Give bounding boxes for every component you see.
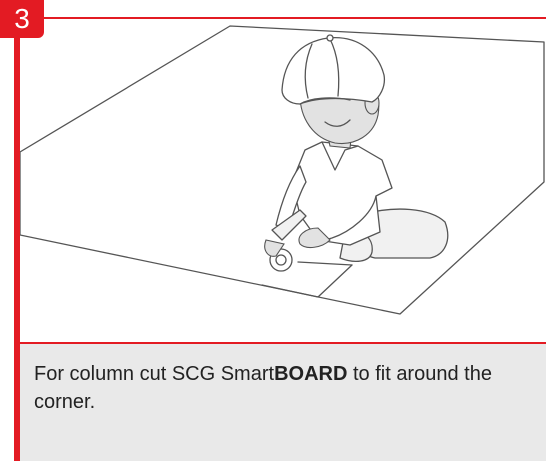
instruction-text-bold: BOARD [274, 363, 347, 385]
instruction-text: For column cut SCG SmartBOARD to fit aro… [34, 360, 544, 416]
illustration-panel [20, 19, 546, 342]
cap-button [327, 35, 333, 41]
caption-box: For column cut SCG SmartBOARD to fit aro… [20, 342, 546, 461]
worker-cutting-board-icon [20, 19, 546, 342]
instruction-text-start: For column cut SCG Smart [34, 363, 274, 385]
